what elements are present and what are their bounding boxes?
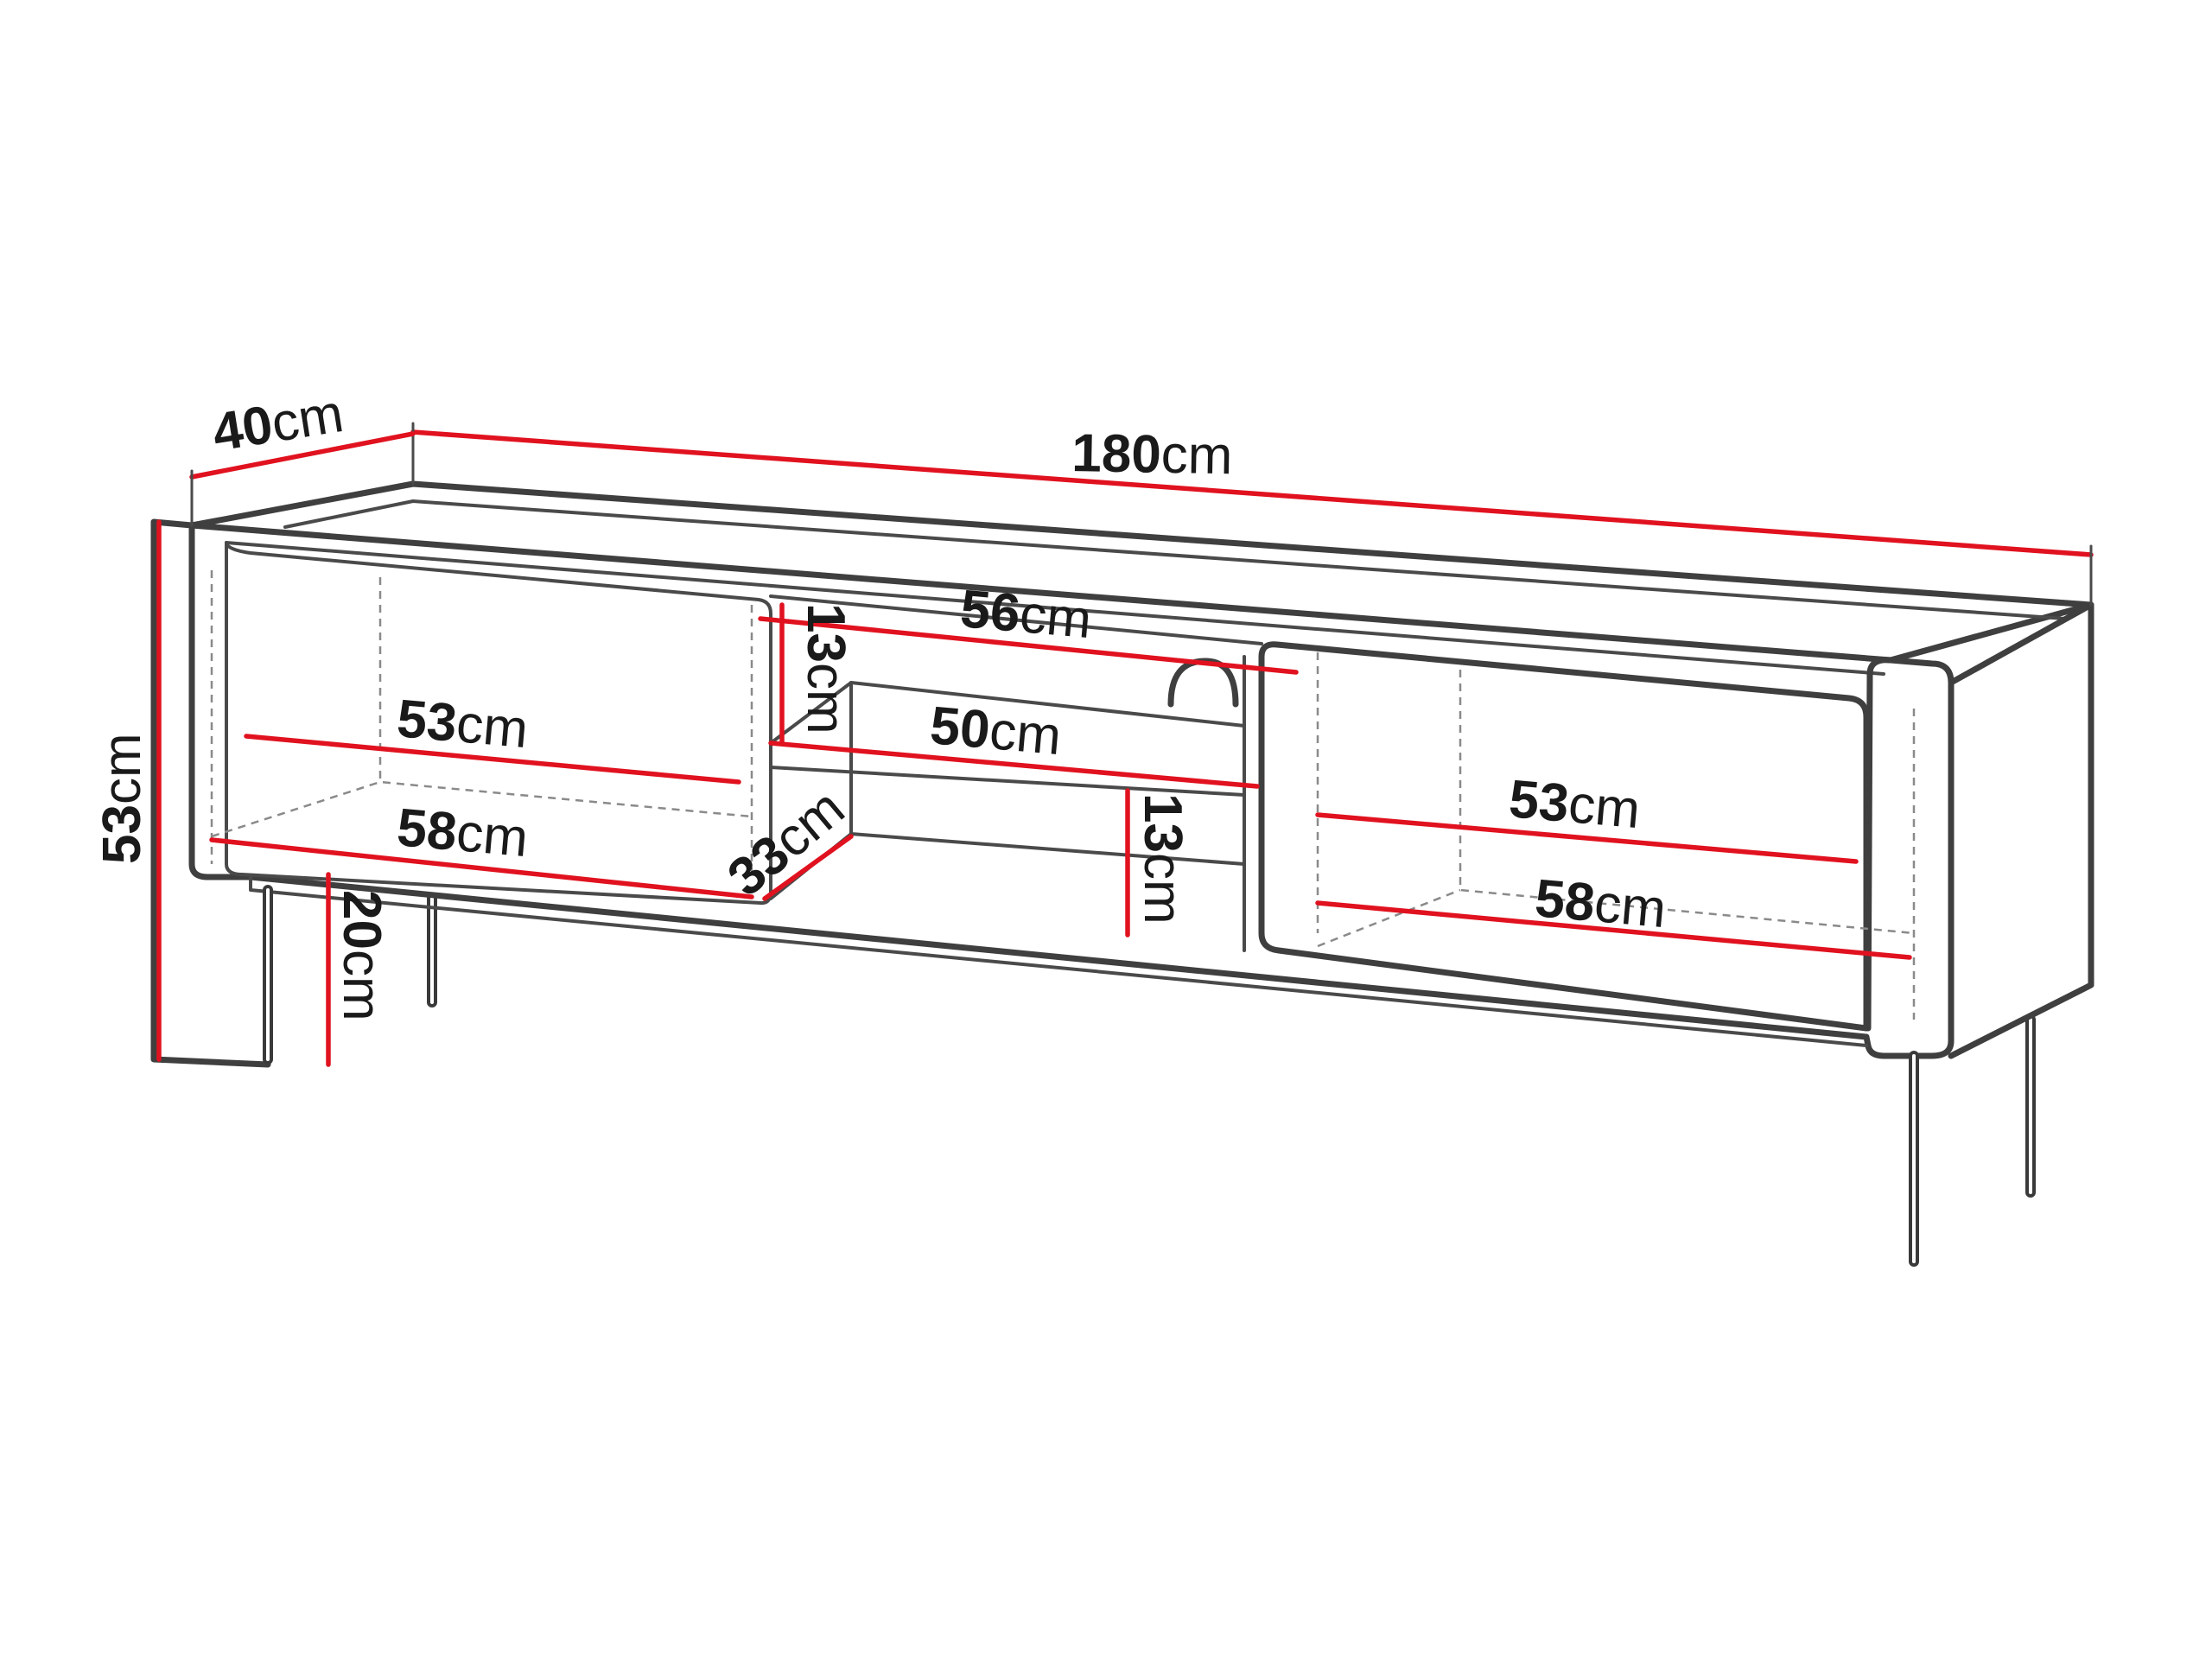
label-right-lower: 58cm <box>1533 868 1669 939</box>
dimline-depth <box>189 431 416 480</box>
hidden-edges <box>210 570 1916 1020</box>
cabinet-right-side <box>1948 601 2094 1059</box>
cabinet-top-back-inner-edge <box>283 499 2067 620</box>
label-middle-top: 56cm <box>958 579 1094 650</box>
label-left-lower: 58cm <box>395 798 531 868</box>
dimline-right-upper <box>1315 812 1859 864</box>
dimline-left-lower <box>209 837 754 899</box>
label-leg-height: 20cm <box>332 890 391 1021</box>
cabinet-base <box>249 875 1868 1047</box>
dimline-middle-shelf <box>768 741 1260 789</box>
label-middle-depth: 33cm <box>717 778 856 907</box>
label-middle-shelf: 50cm <box>928 696 1064 766</box>
label-middle-compartment-height: 13cm <box>1133 793 1192 925</box>
dimline-right-lower <box>1315 900 1912 960</box>
cabinet-top-front-edge <box>225 541 1885 676</box>
label-width: 180cm <box>1071 423 1233 486</box>
cabinet-front-face <box>188 522 1955 1059</box>
label-depth: 40cm <box>208 384 347 463</box>
label-left-upper: 53cm <box>395 689 531 760</box>
front-legs <box>263 885 1919 1267</box>
cabinet-drawing <box>150 480 2094 1267</box>
label-height: 53cm <box>92 733 152 864</box>
label-top-compartment-height: 13cm <box>796 603 855 734</box>
dimline-middle-depth <box>762 834 854 901</box>
back-legs <box>427 893 2036 1198</box>
dimline-left-upper <box>244 734 741 785</box>
label-right-upper: 53cm <box>1507 769 1643 840</box>
right-compartment-frame <box>1258 641 1870 1032</box>
dimline-middle-top <box>758 616 1299 675</box>
dimline-width <box>410 429 2094 557</box>
dimension-labels: 180cm 40cm 53cm 20cm 53cm 58cm 56cm 50cm… <box>92 384 1669 1021</box>
dimension-lines <box>156 422 2094 1067</box>
